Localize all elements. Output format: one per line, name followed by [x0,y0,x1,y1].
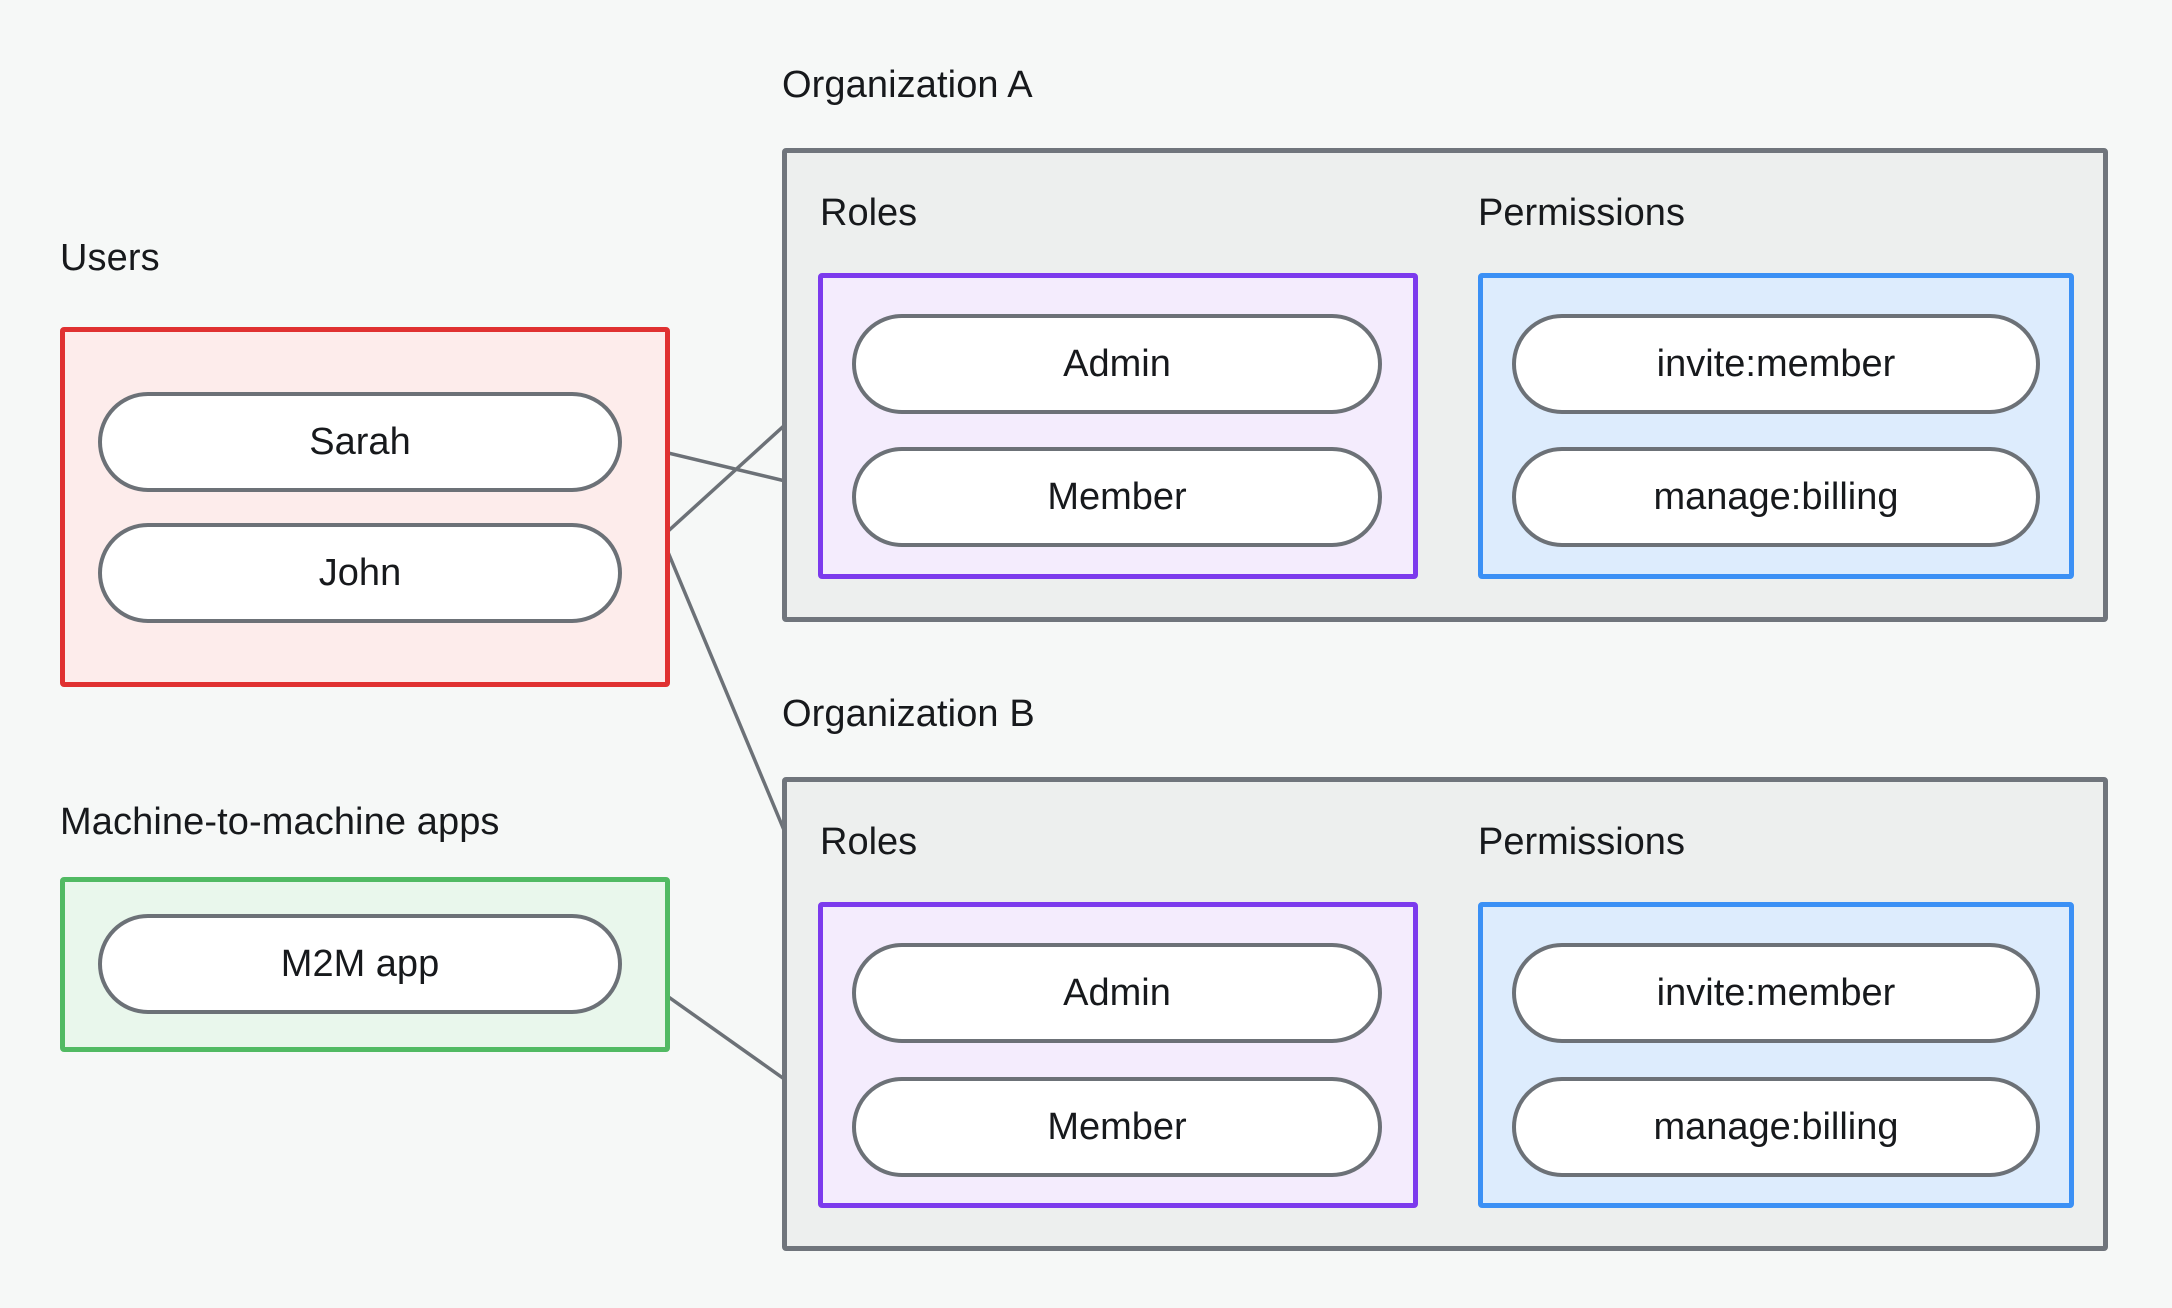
user-node-sarah[interactable]: Sarah [98,392,622,492]
organization-b-permission-invite-member[interactable]: invite:member [1512,943,2040,1043]
organization-b-permissions-label: Permissions [1478,821,1685,863]
user-node-john[interactable]: John [98,523,622,623]
organization-a-permission-invite-member[interactable]: invite:member [1512,314,2040,414]
m2m-group-label: Machine-to-machine apps [60,801,500,843]
organization-a-permission-manage-billing[interactable]: manage:billing [1512,447,2040,547]
organization-b-permission-manage-billing[interactable]: manage:billing [1512,1077,2040,1177]
organization-a-permissions-label: Permissions [1478,192,1685,234]
organization-b-roles-label: Roles [820,821,918,863]
organization-a-role-member[interactable]: Member [852,447,1382,547]
organization-b-title: Organization B [782,693,1035,735]
organization-a-roles-label: Roles [820,192,918,234]
m2m-node-app[interactable]: M2M app [98,914,622,1014]
organization-b-role-member[interactable]: Member [852,1077,1382,1177]
organization-a-role-admin[interactable]: Admin [852,314,1382,414]
organization-b-role-admin[interactable]: Admin [852,943,1382,1043]
users-group-box [60,327,670,687]
organization-a-title: Organization A [782,64,1033,106]
users-group-label: Users [60,237,160,279]
